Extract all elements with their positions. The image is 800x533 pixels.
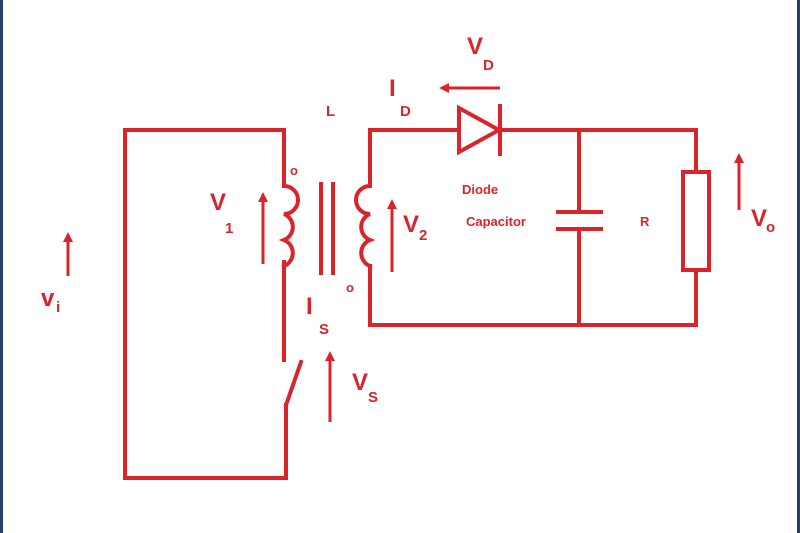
vo-subscript: o <box>766 219 775 236</box>
capacitor <box>556 128 603 327</box>
capacitor-label: Capacitor <box>466 214 526 229</box>
vi-subscript: i <box>56 299 60 316</box>
diode <box>457 104 504 156</box>
secondary-top-wire <box>368 128 457 188</box>
resistor-label: R <box>640 214 650 229</box>
primary-dot-label: o <box>290 163 298 178</box>
vd-subscript: D <box>483 57 494 74</box>
v1-label: V <box>210 189 226 216</box>
v2-subscript: 2 <box>419 227 427 244</box>
v2-label: V <box>403 211 419 238</box>
id-label: I <box>389 75 396 102</box>
vs-label: V <box>352 369 368 396</box>
transformer-primary-coil <box>278 183 300 269</box>
primary-left-wire <box>123 128 288 480</box>
vi-label: v <box>41 285 55 312</box>
inductor-label: L <box>326 103 335 120</box>
diode-label: Diode <box>462 182 498 197</box>
is-label: I <box>306 293 313 320</box>
vs-subscript: S <box>368 389 378 406</box>
output-top-wire <box>499 128 698 174</box>
secondary-dot-label: o <box>346 280 354 295</box>
is-subscript: S <box>319 321 329 338</box>
id-subscript: D <box>400 103 411 120</box>
vo-label: V <box>751 205 767 232</box>
secondary-bottom-wire <box>368 264 698 327</box>
transformer-secondary-coil <box>354 183 376 269</box>
v1-subscript: 1 <box>225 220 233 237</box>
vd-label: V <box>467 33 483 60</box>
flyback-converter-circuit: v i V 1 V 2 L I D V D Diode Capacitor R … <box>41 33 775 480</box>
switch <box>282 350 304 408</box>
resistor <box>681 170 711 272</box>
